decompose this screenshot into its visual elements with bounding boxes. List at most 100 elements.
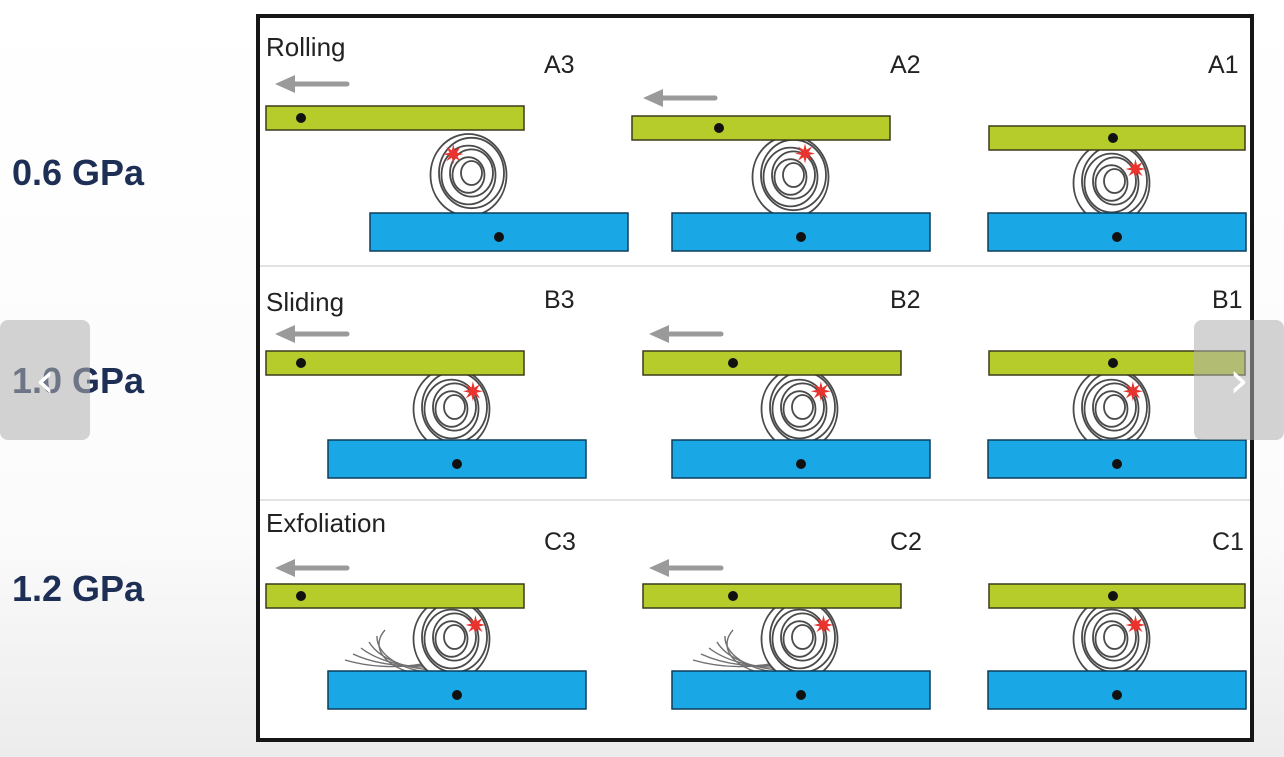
top-plate-dot xyxy=(1108,133,1118,143)
flake-ring xyxy=(762,146,819,208)
flake-ring xyxy=(449,148,494,198)
marker-star xyxy=(465,615,486,635)
flake-ring xyxy=(451,156,486,194)
marker-star xyxy=(443,144,464,165)
panel-b3 xyxy=(265,325,587,479)
flake-ring xyxy=(460,160,483,186)
panel-label-c3: C3 xyxy=(544,528,576,556)
flake-ring xyxy=(791,624,814,650)
flake-ring xyxy=(443,624,466,650)
flake-ring xyxy=(1103,624,1126,650)
flake-ring xyxy=(423,378,480,440)
top-plate xyxy=(642,583,902,609)
prev-slide-button[interactable]: ‹ xyxy=(0,320,90,440)
flake-ring xyxy=(1083,378,1140,440)
top-plate-dot xyxy=(296,113,306,123)
motion-arrowhead xyxy=(275,559,295,577)
top-plate-dot xyxy=(1108,358,1118,368)
bottom-plate-dot xyxy=(796,690,806,700)
flake-ring xyxy=(1094,620,1129,658)
panel-a1 xyxy=(987,125,1247,252)
bottom-plate-dot xyxy=(796,459,806,469)
panel-a2 xyxy=(631,89,931,252)
bottom-plate xyxy=(327,439,587,479)
bottom-plate-dot xyxy=(452,690,462,700)
row-dividers xyxy=(260,265,1250,501)
flake-ring xyxy=(782,162,805,188)
panel-label-c2: C2 xyxy=(890,528,922,556)
flake-ring xyxy=(440,144,497,206)
flake-ring xyxy=(791,394,814,420)
chevron-left-icon: ‹ xyxy=(35,351,55,409)
flake-ring xyxy=(771,378,828,440)
panel-c3 xyxy=(265,559,587,710)
marker-star xyxy=(795,143,815,164)
flake-ring xyxy=(432,382,477,432)
flake-ring xyxy=(443,394,466,420)
panel-c1 xyxy=(987,583,1247,710)
top-plate-dot xyxy=(296,591,306,601)
flake-ring xyxy=(1092,156,1137,206)
bottom-plate-dot xyxy=(452,459,462,469)
flake-ring xyxy=(780,612,825,662)
flake-ring xyxy=(771,608,828,670)
flake-ring xyxy=(1092,612,1137,662)
flake-ring xyxy=(434,390,469,428)
mode-label-rolling: Rolling xyxy=(266,32,346,62)
top-plate-dot xyxy=(728,591,738,601)
panel-label-a2: A2 xyxy=(890,51,921,79)
mode-label-exfoliation: Exfoliation xyxy=(266,508,386,538)
motion-arrowhead xyxy=(649,559,669,577)
marker-star xyxy=(462,381,483,402)
top-plate xyxy=(631,115,891,141)
panel-label-b1: B1 xyxy=(1212,286,1243,314)
top-plate-dot xyxy=(296,358,306,368)
panel-label-c1: C1 xyxy=(1212,528,1244,556)
bottom-plate-dot xyxy=(796,232,806,242)
marker-star xyxy=(810,381,831,402)
bottom-plate-dot xyxy=(1112,232,1122,242)
pressure-label-1-2: 1.2 GPa xyxy=(12,568,145,609)
top-plate xyxy=(265,105,525,131)
panel-label-a1: A1 xyxy=(1208,51,1239,79)
mechanism-diagram: Rolling Sliding Exfoliation A3 A2 A1 B3 … xyxy=(260,32,1250,710)
panel-c2 xyxy=(642,559,931,710)
chevron-right-icon: › xyxy=(1229,351,1249,409)
flake-ring xyxy=(771,150,816,200)
motion-arrowhead xyxy=(275,325,295,343)
panel-label-b3: B3 xyxy=(544,286,575,314)
flake-ring xyxy=(423,608,480,670)
top-plate-dot xyxy=(728,358,738,368)
top-plate-dot xyxy=(1108,591,1118,601)
flake-ring xyxy=(434,620,469,658)
tribology-figure: Rolling Sliding Exfoliation A3 A2 A1 B3 … xyxy=(256,14,1254,742)
bottom-plate-dot xyxy=(1112,690,1122,700)
top-plate xyxy=(642,350,902,376)
marker-star xyxy=(1122,381,1143,402)
motion-arrowhead xyxy=(649,325,669,343)
panel-a3 xyxy=(265,75,629,252)
bottom-plate-dot xyxy=(1112,459,1122,469)
marker-star xyxy=(1125,615,1146,635)
flake-ring xyxy=(1083,608,1140,670)
flake-ring xyxy=(1103,394,1126,420)
flake-ring xyxy=(1092,382,1137,432)
panel-label-a3: A3 xyxy=(544,51,575,79)
marker-star xyxy=(813,615,834,635)
top-plate xyxy=(265,583,525,609)
flake-ring xyxy=(1103,168,1126,194)
motion-arrowhead xyxy=(643,89,663,107)
next-slide-button[interactable]: › xyxy=(1194,320,1284,440)
mode-label-sliding: Sliding xyxy=(266,287,344,317)
panel-b2 xyxy=(642,325,931,479)
flake-ring xyxy=(782,620,817,658)
flake-ring xyxy=(1094,164,1129,202)
flake-ring xyxy=(432,612,477,662)
top-plate-dot xyxy=(714,123,724,133)
motion-arrowhead xyxy=(275,75,295,93)
flake-ring xyxy=(773,158,808,196)
panel-b1 xyxy=(987,350,1247,479)
panel-label-b2: B2 xyxy=(890,286,921,314)
flake-ring xyxy=(782,390,817,428)
flake-ring xyxy=(438,136,505,210)
